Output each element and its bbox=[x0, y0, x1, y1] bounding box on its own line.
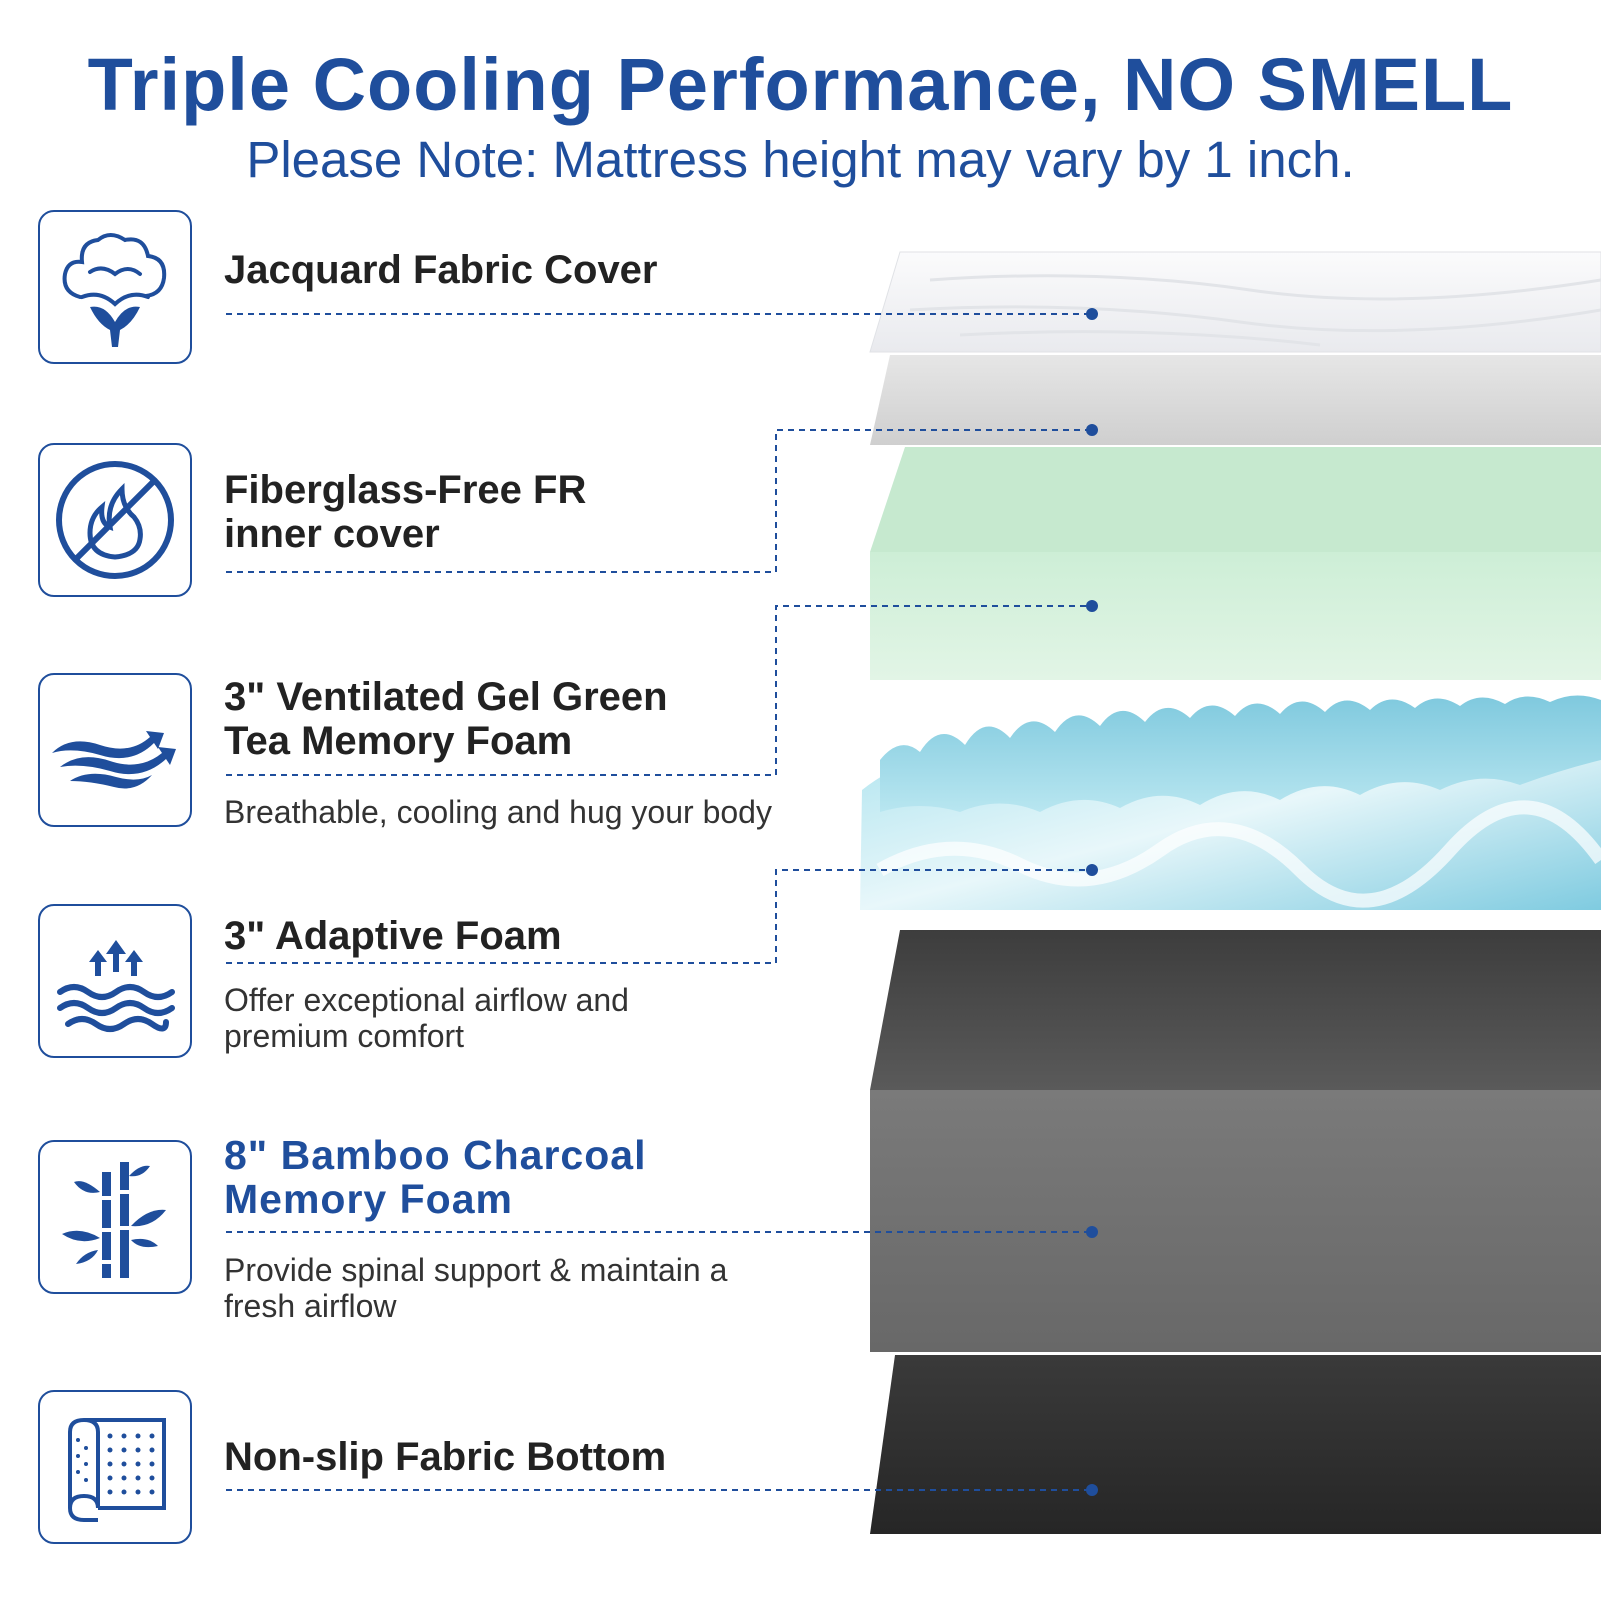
leader-line-gel bbox=[226, 869, 1092, 964]
layer-desc-green-tea: Breathable, cooling and hug your body bbox=[224, 794, 772, 830]
leader-dot-inner bbox=[1086, 424, 1098, 436]
feature-icon-box-green-tea bbox=[38, 673, 192, 827]
layer-desc-charcoal: Provide spinal support & maintain a fres… bbox=[224, 1252, 728, 1324]
green-tea-foam-front bbox=[870, 552, 1601, 680]
feature-icon-box-inner bbox=[38, 443, 192, 597]
inner-cover-layer bbox=[870, 355, 1601, 445]
leader-dot-bottom bbox=[1086, 1484, 1098, 1496]
cotton-icon bbox=[62, 233, 167, 347]
cover-texture bbox=[909, 274, 1601, 347]
charcoal-foam-front bbox=[870, 1090, 1601, 1352]
layer-label-inner: Fiberglass-Free FR inner cover bbox=[224, 468, 587, 556]
leader-dot-cover bbox=[1086, 308, 1098, 320]
leader-dot-gel bbox=[1086, 864, 1098, 876]
page-title: Triple Cooling Performance, NO SMELL bbox=[87, 43, 1514, 126]
leader-line-green-tea bbox=[226, 605, 1092, 776]
leader-dot-charcoal bbox=[1086, 1226, 1098, 1238]
heat-waves-icon bbox=[57, 940, 175, 1032]
feature-icon-box-charcoal bbox=[38, 1140, 192, 1294]
fabric-roll-icon bbox=[68, 1417, 166, 1522]
gel-foam-waves bbox=[880, 695, 1601, 812]
airflow-icon bbox=[52, 731, 176, 789]
layer-desc-adaptive: Offer exceptional airflow and premium co… bbox=[224, 982, 629, 1054]
feature-icon-box-bottom bbox=[38, 1390, 192, 1544]
page-subtitle: Please Note: Mattress height may vary by… bbox=[246, 131, 1355, 188]
leader-dot-green-tea bbox=[1086, 600, 1098, 612]
bamboo-icon bbox=[62, 1162, 166, 1278]
no-fire-icon bbox=[56, 461, 174, 579]
layer-label-adaptive: 3" Adaptive Foam bbox=[224, 914, 562, 958]
gel-marble bbox=[876, 800, 1601, 908]
leader-line-inner bbox=[226, 429, 1092, 573]
charcoal-foam-top bbox=[870, 930, 1601, 1090]
feature-icon-box-adaptive bbox=[38, 904, 192, 1058]
green-tea-foam-top bbox=[870, 447, 1601, 552]
layer-label-bottom: Non-slip Fabric Bottom bbox=[224, 1435, 667, 1479]
feature-icon-box-cover bbox=[38, 210, 192, 364]
layer-label-charcoal: 8" Bamboo Charcoal Memory Foam bbox=[224, 1132, 647, 1222]
layer-label-green-tea: 3" Ventilated Gel Green Tea Memory Foam bbox=[224, 675, 668, 763]
layer-label-cover: Jacquard Fabric Cover bbox=[224, 248, 658, 292]
